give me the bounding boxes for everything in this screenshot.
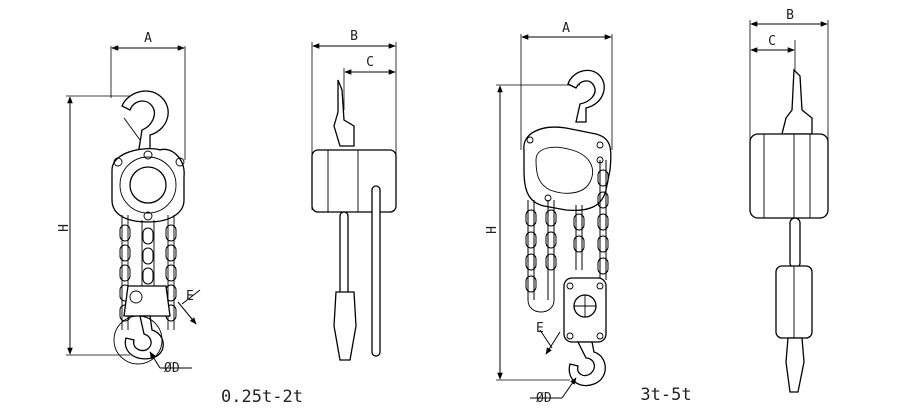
large-hoist-front-view: A H	[485, 21, 692, 406]
large-dimension-e-label: E	[536, 321, 544, 336]
dimension-e-label: E	[186, 289, 194, 304]
side-hand-chain	[371, 185, 381, 357]
side-bottom-hook	[333, 291, 357, 361]
large-side-load-chain	[789, 217, 801, 269]
side-load-chain	[339, 211, 349, 303]
wheel-hub	[129, 166, 167, 204]
dimension-c-label: C	[366, 55, 374, 70]
side-body	[311, 149, 397, 213]
large-side-top-hook	[781, 68, 813, 135]
large-side-bottom-hook	[785, 337, 805, 393]
large-hoist-side-view: B C	[749, 8, 829, 393]
large-hand-chain-loop	[527, 299, 555, 313]
large-bottom-hook	[568, 341, 606, 387]
large-hoist-caption: 3t-5t	[640, 385, 691, 405]
large-dimension-d-label: ØD	[536, 391, 552, 406]
bottom-hook	[124, 315, 164, 360]
large-chains	[525, 160, 609, 300]
large-top-hook	[567, 69, 605, 123]
dimension-a-label: A	[144, 31, 152, 46]
dimension-d-label: ØD	[164, 361, 180, 376]
small-hoist-front-view: A H	[57, 31, 303, 407]
load-chain-middle	[141, 220, 155, 290]
dimension-h-label: H	[57, 224, 72, 232]
lower-block	[123, 285, 171, 317]
hand-chain-loop	[113, 315, 163, 365]
large-side-body	[749, 133, 829, 219]
large-dimension-h-label: H	[485, 226, 500, 234]
top-hook	[121, 90, 169, 156]
side-top-hook	[333, 79, 355, 147]
small-hoist-side-view: B C	[311, 29, 397, 361]
large-dimension-c-label: C	[768, 34, 776, 49]
small-hoist-caption: 0.25t-2t	[221, 387, 303, 407]
large-dimension-a-label: A	[562, 21, 570, 36]
large-dimension-b-label: B	[786, 8, 794, 23]
dimension-b-label: B	[350, 29, 358, 44]
